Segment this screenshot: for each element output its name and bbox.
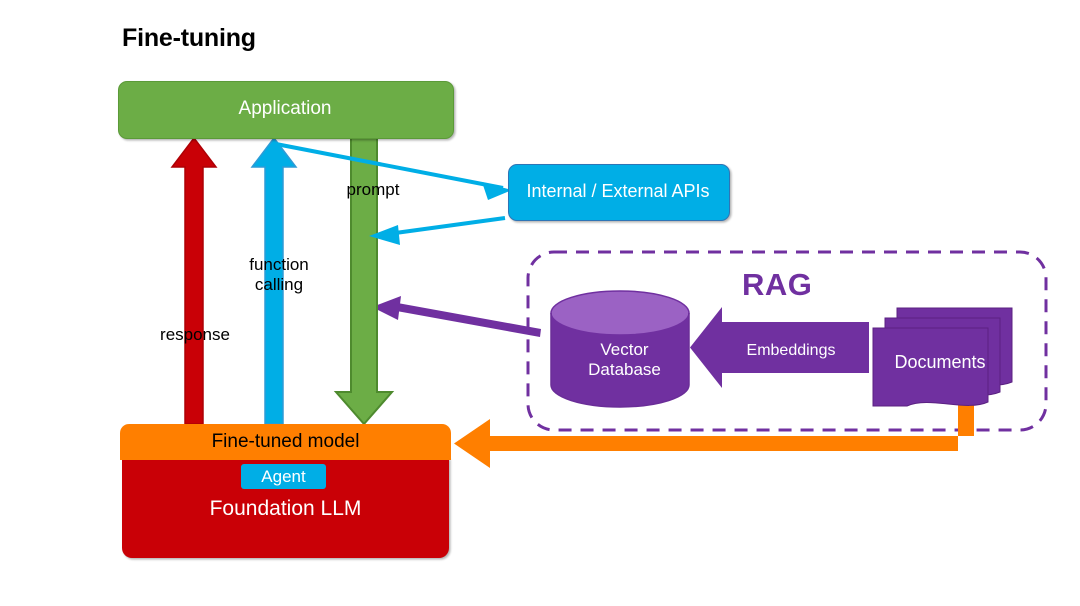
flow-response-label: response <box>160 325 230 344</box>
vector-database-cylinder <box>550 290 690 408</box>
flow-function-calling-line-1: function <box>249 255 309 274</box>
diagram-title: Fine-tuning <box>122 24 256 52</box>
retrieval-arrow <box>372 296 541 337</box>
response-arrow <box>170 136 218 425</box>
function-calling-arrow <box>250 136 298 425</box>
prompt-arrow <box>333 135 395 426</box>
embeddings-arrow <box>690 307 869 388</box>
rag-group-boundary <box>526 250 1048 432</box>
flow-prompt-label: prompt <box>346 180 400 199</box>
node-internal-external-apis[interactable] <box>508 164 730 221</box>
node-fine-tuned-model[interactable] <box>120 424 451 460</box>
rag-group-title: RAG <box>742 267 813 302</box>
flow-function-calling-line-2: calling <box>254 275 304 295</box>
api-request-arrow <box>275 142 512 200</box>
node-agent-badge[interactable] <box>241 464 326 489</box>
documents-to-finetuned-arrow-body <box>454 396 974 468</box>
node-application[interactable] <box>118 81 454 139</box>
documents-stack <box>872 307 1013 407</box>
api-response-arrow <box>369 216 506 245</box>
flow-function-calling-label: function calling <box>228 255 330 296</box>
